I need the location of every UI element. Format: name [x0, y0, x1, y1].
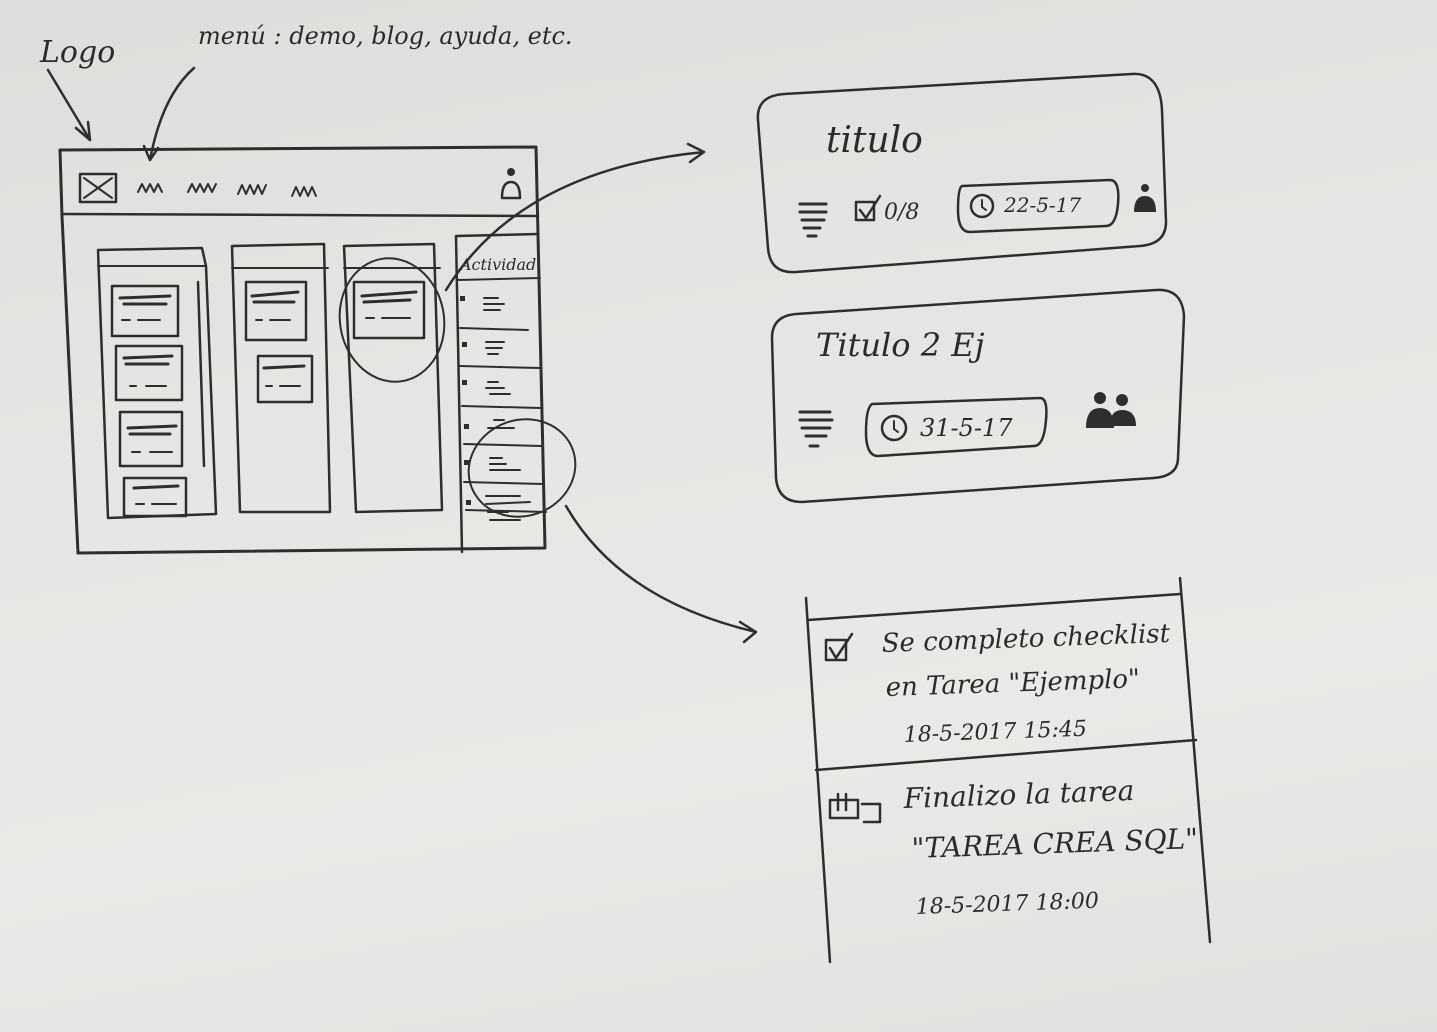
due-date-badge[interactable] — [956, 178, 1120, 234]
wireframe-activity-panel: Actividad — [454, 232, 577, 554]
activity-detail-top-line — [806, 592, 1182, 622]
task-card-1-border — [756, 72, 1168, 274]
column-3-frame — [342, 242, 444, 514]
activity-panel-title: Actividad — [458, 255, 536, 274]
logo-arrow — [46, 68, 92, 142]
window-header-divider — [60, 212, 540, 218]
activity-item-1-text-line1: Se completo checklist — [881, 619, 1171, 659]
menu-item-3[interactable] — [237, 184, 267, 195]
board-column-2 — [230, 242, 332, 514]
activity-item-2-timestamp: 18-5-2017 18:00 — [915, 889, 1099, 920]
activity-item-2[interactable]: Finalizo la tarea "TAREA CREA SQL" 18-5-… — [828, 774, 1199, 920]
column-2-card-1[interactable] — [244, 280, 308, 342]
due-date-badge[interactable] — [864, 396, 1048, 458]
task-card-1[interactable]: titulo 0/8 22-5-17 — [756, 72, 1168, 274]
column-1-card-1[interactable] — [110, 284, 180, 338]
activity-detail-left-edge — [804, 596, 832, 964]
activity-item-1[interactable]: Se completo checklist en Tarea "Ejemplo"… — [824, 619, 1171, 748]
activity-item-1-timestamp: 18-5-2017 15:45 — [903, 717, 1087, 748]
activity-detail-panel: Se completo checklist en Tarea "Ejemplo"… — [804, 576, 1212, 964]
description-icon — [798, 410, 834, 448]
menu-annotation-text: menú : demo, blog, ayuda, etc. — [198, 22, 573, 50]
activity-detail-right-edge — [1178, 576, 1212, 944]
column-2-card-1-title-scribble — [250, 290, 300, 304]
column-1-card-2-title-scribble — [122, 354, 174, 366]
column-2-card-2-title-scribble — [262, 364, 306, 370]
column-3-card-1[interactable] — [352, 280, 426, 340]
column-1-card-4-title-scribble — [132, 484, 180, 490]
column-1-card-3-title-scribble — [126, 424, 178, 436]
wireframe-window: Actividad — [58, 145, 577, 555]
column-1-card-4[interactable] — [122, 476, 188, 518]
due-date-text: 22-5-17 — [1003, 193, 1081, 217]
arrow-to-activity-detail — [564, 504, 758, 644]
column-1-card-2[interactable] — [114, 344, 184, 402]
annotation-logo: Logo — [39, 35, 115, 142]
card-highlight-circle — [338, 257, 446, 383]
column-2-frame — [230, 242, 332, 514]
logo-placeholder-cross — [83, 177, 113, 199]
description-icon — [798, 202, 828, 238]
checklist-icon — [854, 194, 882, 222]
activity-item-1-text-line2: en Tarea "Ejemplo" — [885, 664, 1140, 703]
member-icon — [1134, 184, 1156, 212]
window-frame — [58, 145, 547, 555]
checklist-count: 0/8 — [884, 200, 919, 225]
menu-item-2[interactable] — [187, 183, 217, 193]
column-1-scrollbar[interactable] — [196, 280, 206, 468]
clock-icon — [880, 414, 908, 442]
task-finished-icon — [828, 792, 882, 824]
task-card-2-title: Titulo 2 Ej — [816, 326, 985, 364]
activity-panel-header-line — [457, 277, 541, 281]
wireframe-header — [78, 168, 522, 204]
user-icon[interactable] — [500, 168, 522, 200]
column-1-frame — [96, 246, 218, 520]
activity-panel-rows — [459, 296, 547, 521]
board-column-3 — [338, 242, 446, 514]
checkbox-icon — [824, 632, 854, 662]
arrow-to-card-detail — [444, 142, 706, 292]
activity-panel-frame — [454, 232, 540, 554]
menu-arrow — [142, 66, 196, 162]
board-column-1 — [96, 246, 218, 520]
task-card-1-title: titulo — [826, 120, 923, 161]
menu-item-1[interactable] — [137, 183, 163, 193]
activity-highlight-circle — [467, 418, 577, 518]
task-card-2-border — [770, 288, 1186, 504]
clock-icon — [969, 193, 995, 219]
column-3-card-1-title-scribble — [360, 290, 418, 304]
activity-item-2-text-line2: "TAREA CREA SQL" — [911, 822, 1199, 865]
due-date-text: 31-5-17 — [920, 414, 1013, 442]
task-card-2[interactable]: Titulo 2 Ej 31-5-17 — [770, 288, 1186, 504]
column-2-card-2[interactable] — [256, 354, 314, 404]
logo-annotation-text: Logo — [39, 35, 115, 70]
menu-item-4[interactable] — [291, 186, 317, 197]
activity-item-2-text-line1: Finalizo la tarea — [902, 774, 1135, 815]
logo-placeholder — [78, 172, 118, 204]
annotation-menu: menú : demo, blog, ayuda, etc. — [142, 22, 573, 162]
activity-detail-divider — [814, 738, 1198, 772]
members-icon — [1086, 392, 1136, 428]
column-1-card-1-title-scribble — [118, 294, 172, 306]
column-1-card-3[interactable] — [118, 410, 184, 468]
